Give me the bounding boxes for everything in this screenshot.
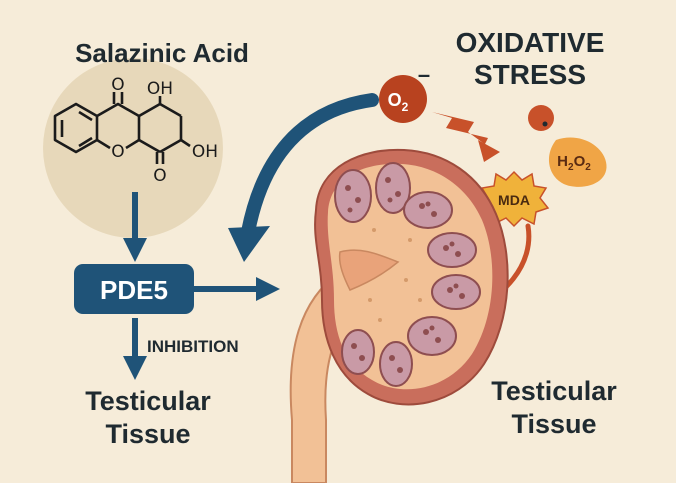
atom-o-ring: O: [111, 142, 124, 162]
superoxide-charge: –: [418, 62, 430, 87]
tissue-left-line2: Tissue: [105, 419, 190, 449]
pde5-label: PDE5: [100, 275, 168, 305]
h2o2-label: H2O2: [557, 153, 591, 173]
orange-arrow-body: [432, 112, 490, 150]
superoxide-circle: [379, 75, 427, 123]
radical-electron: [542, 121, 548, 127]
h2o2-blob: [548, 137, 607, 187]
atom-o-top: O: [111, 75, 124, 95]
atom-oh-right: OH: [192, 142, 218, 162]
atom-oh-top: OH: [147, 79, 173, 99]
mda-starburst: [478, 170, 550, 228]
curved-arrow-oxidant-to-pde5: [241, 93, 379, 239]
atom-o-bottom: O: [153, 166, 166, 186]
oxidative-stress-title-line1: OXIDATIVE: [456, 27, 605, 58]
salazinic-acid-structure: [53, 92, 191, 164]
oxidative-stress-title-line2: STRESS: [474, 59, 586, 90]
radical-dot: [528, 105, 554, 131]
orange-arrow-head: [478, 140, 500, 162]
compound-name: Salazinic Acid: [75, 38, 249, 68]
tissue-right-line2: Tissue: [511, 409, 596, 439]
superoxide-label: O2: [388, 90, 409, 114]
tissue-right-line1: Testicular: [491, 376, 617, 406]
pde5-box: [74, 264, 194, 314]
curved-arrow-head: [228, 226, 270, 262]
tissue-left-line1: Testicular: [85, 386, 211, 416]
compound-background-circle: [43, 58, 223, 238]
mda-label: MDA: [498, 192, 530, 208]
testicular-tissue-illustration: [289, 148, 509, 483]
inhibition-label: INHIBITION: [147, 337, 239, 356]
